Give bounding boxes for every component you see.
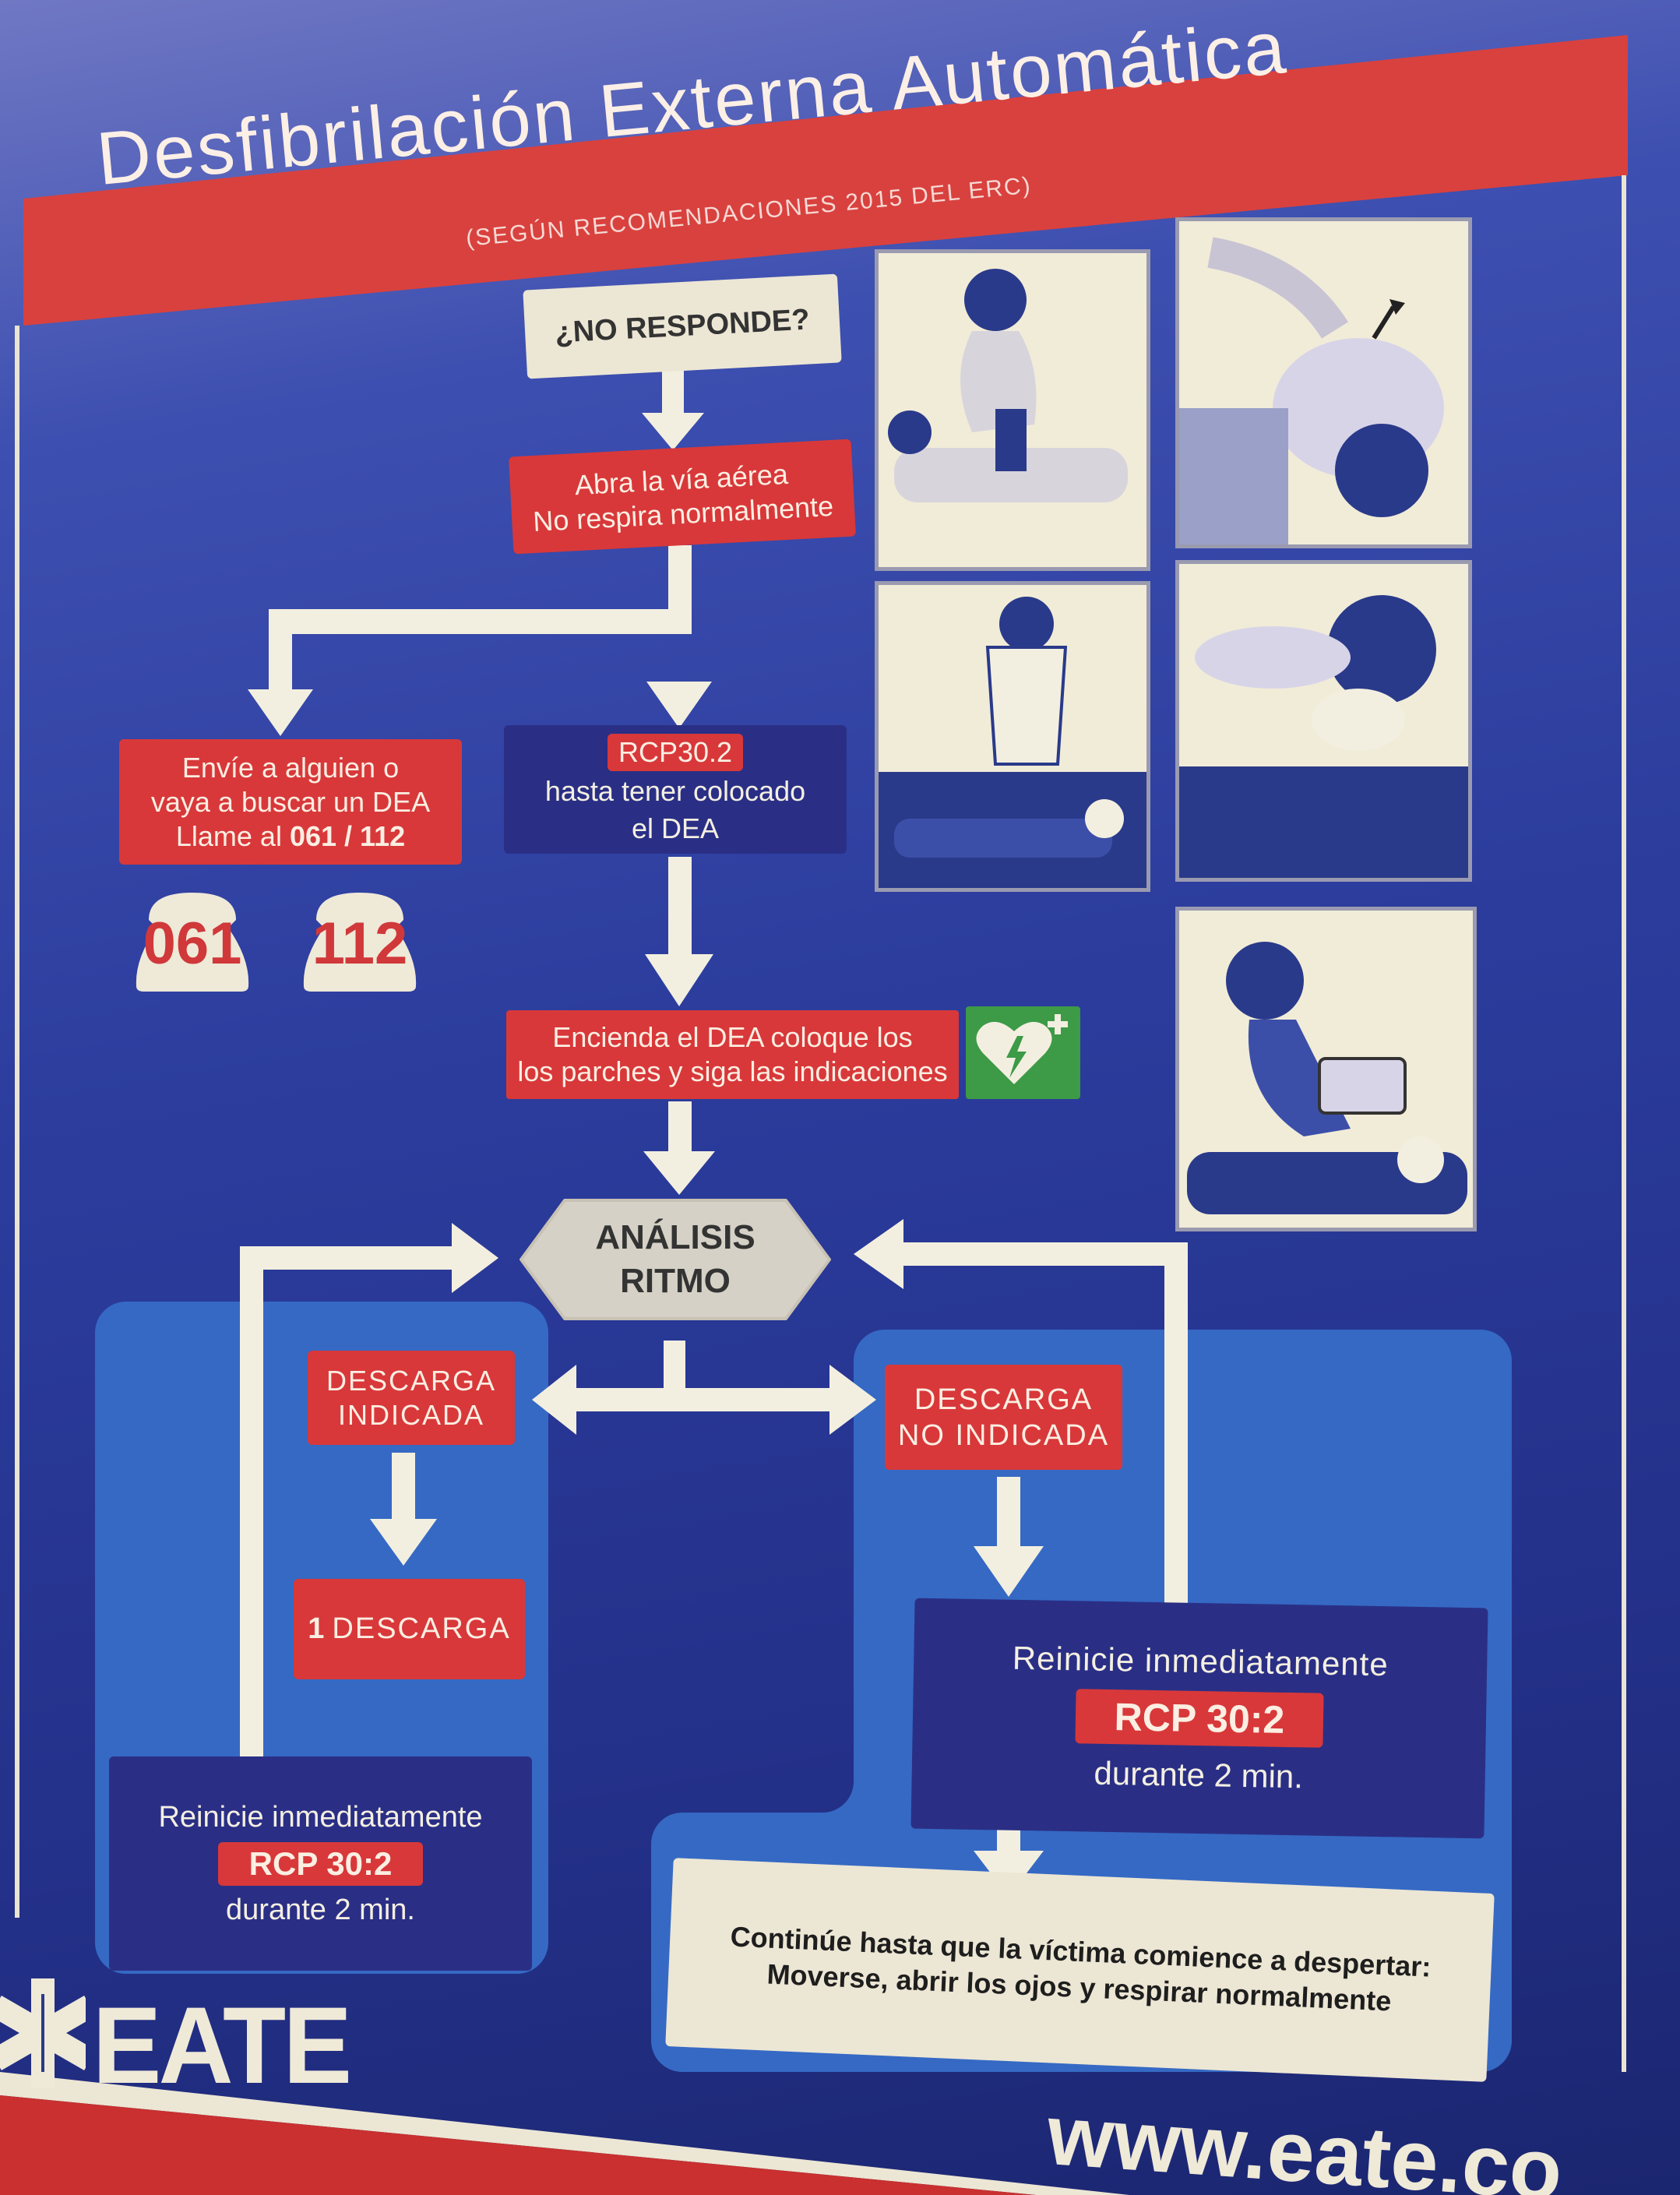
footer-white-stripe [0, 2072, 1129, 2195]
right-loop-arrow [854, 1219, 1188, 1608]
shock-indicated-line1: DESCARGA [326, 1364, 497, 1397]
shock-count: 1 [308, 1612, 325, 1645]
right-restart-label: Reinicie inmediatamente [1012, 1639, 1389, 1683]
call-prefix: Llame al [175, 819, 282, 852]
send-for-aed-box: Envíe a alguien o vaya a buscar un DEA L… [119, 739, 462, 865]
left-restart-cpr-box: Reinicie inmediatamente RCP 30:2 durante… [109, 1756, 532, 1971]
left-restart-label: Reinicie inmediatamente [158, 1800, 483, 1834]
shock-indicated-line2: INDICADA [337, 1398, 485, 1431]
aed-heart-icon [966, 1006, 1080, 1099]
send-line2: vaya a buscar un DEA [150, 785, 431, 818]
shock-indicated-box: DESCARGA INDICADA [308, 1351, 515, 1445]
title-band [23, 35, 1628, 326]
phone-icon-061: 061 [133, 889, 252, 994]
arrow-down-left [370, 1453, 437, 1566]
double-arrow [532, 1365, 876, 1435]
shock-not-indicated-line1: DESCARGA [914, 1383, 1094, 1416]
left-duration-label: durante 2 min. [226, 1893, 415, 1926]
rhythm-analysis-node: ANÁLISIS RITMO [518, 1196, 833, 1323]
shock-label: DESCARGA [332, 1612, 511, 1645]
open-airway-box: Abra la vía aérea No respira normalmente [509, 439, 856, 555]
illustration-check-response [875, 249, 1150, 571]
shock-not-indicated-line2: NO INDICADA [897, 1418, 1110, 1452]
emergency-numbers: 061 / 112 [289, 819, 406, 852]
star-of-life-icon [0, 1978, 97, 2088]
turn-on-line1: Encienda el DEA coloque los [552, 1021, 913, 1053]
illustration-open-airway [1175, 217, 1472, 548]
arrow-down-2 [645, 857, 713, 1006]
send-line1: Envíe a alguien o [181, 751, 400, 784]
left-rcp-pill: RCP 30:2 [217, 1841, 424, 1886]
phone-number-112: 112 [312, 910, 408, 977]
one-shock-box: 1 DESCARGA [294, 1579, 525, 1679]
continue-until-wakes-box: Continúe hasta que la víctima comience a… [665, 1858, 1495, 2082]
branch-connector [248, 545, 712, 736]
rcp-pill: RCP30.2 [607, 733, 744, 771]
no-responde-label: ¿NO RESPONDE? [554, 302, 811, 350]
turn-on-line2: los parches y siga las indicaciones [517, 1055, 948, 1087]
right-rcp-pill: RCP 30:2 [1075, 1689, 1324, 1748]
illustration-rescue-breaths [1175, 560, 1472, 882]
turn-on-aed-box: Encienda el DEA coloque los los parches … [506, 1010, 959, 1099]
cpr-until-aed-box: RCP30.2 hasta tener colocado el DEA [504, 725, 847, 854]
footer-red-band [0, 2095, 1036, 2195]
rcp-line1: hasta tener colocado [544, 774, 806, 807]
analysis-line2: RITMO [620, 1262, 731, 1300]
analisis-stem [664, 1341, 685, 1395]
illustration-chest-compressions [875, 581, 1150, 892]
arrow-down-1 [642, 371, 704, 450]
send-line3: Llame al 061 / 112 [176, 819, 405, 854]
eate-logo: EATE [92, 1984, 352, 2106]
arrow-down-right-1 [974, 1477, 1044, 1597]
rcp-line2: el DEA [631, 812, 720, 844]
shock-not-indicated-box: DESCARGA NO INDICADA [885, 1365, 1122, 1470]
illustration-aed-use [1175, 907, 1477, 1231]
left-loop-arrow [240, 1223, 498, 1760]
phone-icon-112: 112 [301, 889, 419, 994]
no-responde-box: ¿NO RESPONDE? [523, 273, 842, 379]
right-restart-cpr-box: Reinicie inmediatamente RCP 30:2 durante… [910, 1598, 1488, 1839]
arrow-down-3 [643, 1101, 715, 1195]
phone-number-061: 061 [143, 910, 242, 977]
right-duration-label: durante 2 min. [1094, 1754, 1304, 1795]
analysis-line1: ANÁLISIS [595, 1218, 755, 1256]
